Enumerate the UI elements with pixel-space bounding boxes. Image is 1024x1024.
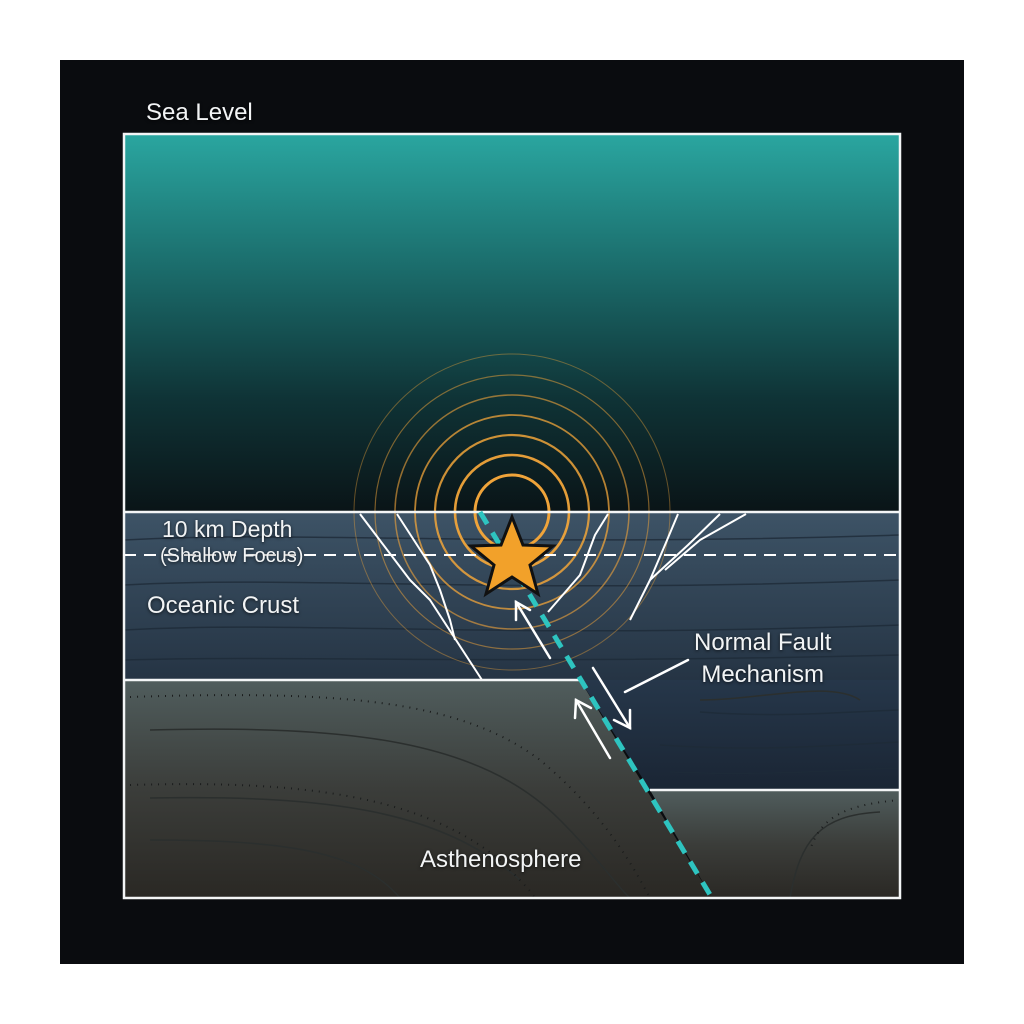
oceanic-crust-label: Oceanic Crust [147, 592, 300, 619]
normal-fault-label-line1: Normal Fault [694, 629, 832, 656]
normal-fault-label-line2: Mechanism [701, 661, 825, 688]
earthquake-focus-star-icon [466, 512, 558, 598]
arrow-up-icon [573, 697, 612, 760]
asthenosphere-flow-lines [149, 690, 881, 898]
sea-level-label: Sea Level [146, 99, 253, 126]
shallow-focus-label: (Shallow Focus) [160, 545, 304, 567]
arrow-down-icon [591, 666, 632, 731]
ocean-layer [124, 134, 900, 512]
hanging-wall-block [580, 680, 900, 790]
section-border [122, 132, 902, 900]
asthenosphere-dotted-lines [129, 694, 900, 898]
asthenosphere-layer [124, 680, 712, 898]
layer-boundaries [124, 510, 900, 792]
fracture-lines [359, 513, 747, 681]
arrow-up-icon [514, 599, 552, 660]
asthenosphere-layer-right [650, 790, 900, 898]
fault-label-leader-line [623, 658, 690, 694]
fault-motion-arrows [514, 599, 690, 760]
asthenosphere-label: Asthenosphere [420, 846, 582, 873]
crust-strata [124, 534, 900, 775]
depth-label: 10 km Depth [162, 516, 293, 542]
normal-fault-label: Normal Fault Mechanism [694, 627, 831, 691]
